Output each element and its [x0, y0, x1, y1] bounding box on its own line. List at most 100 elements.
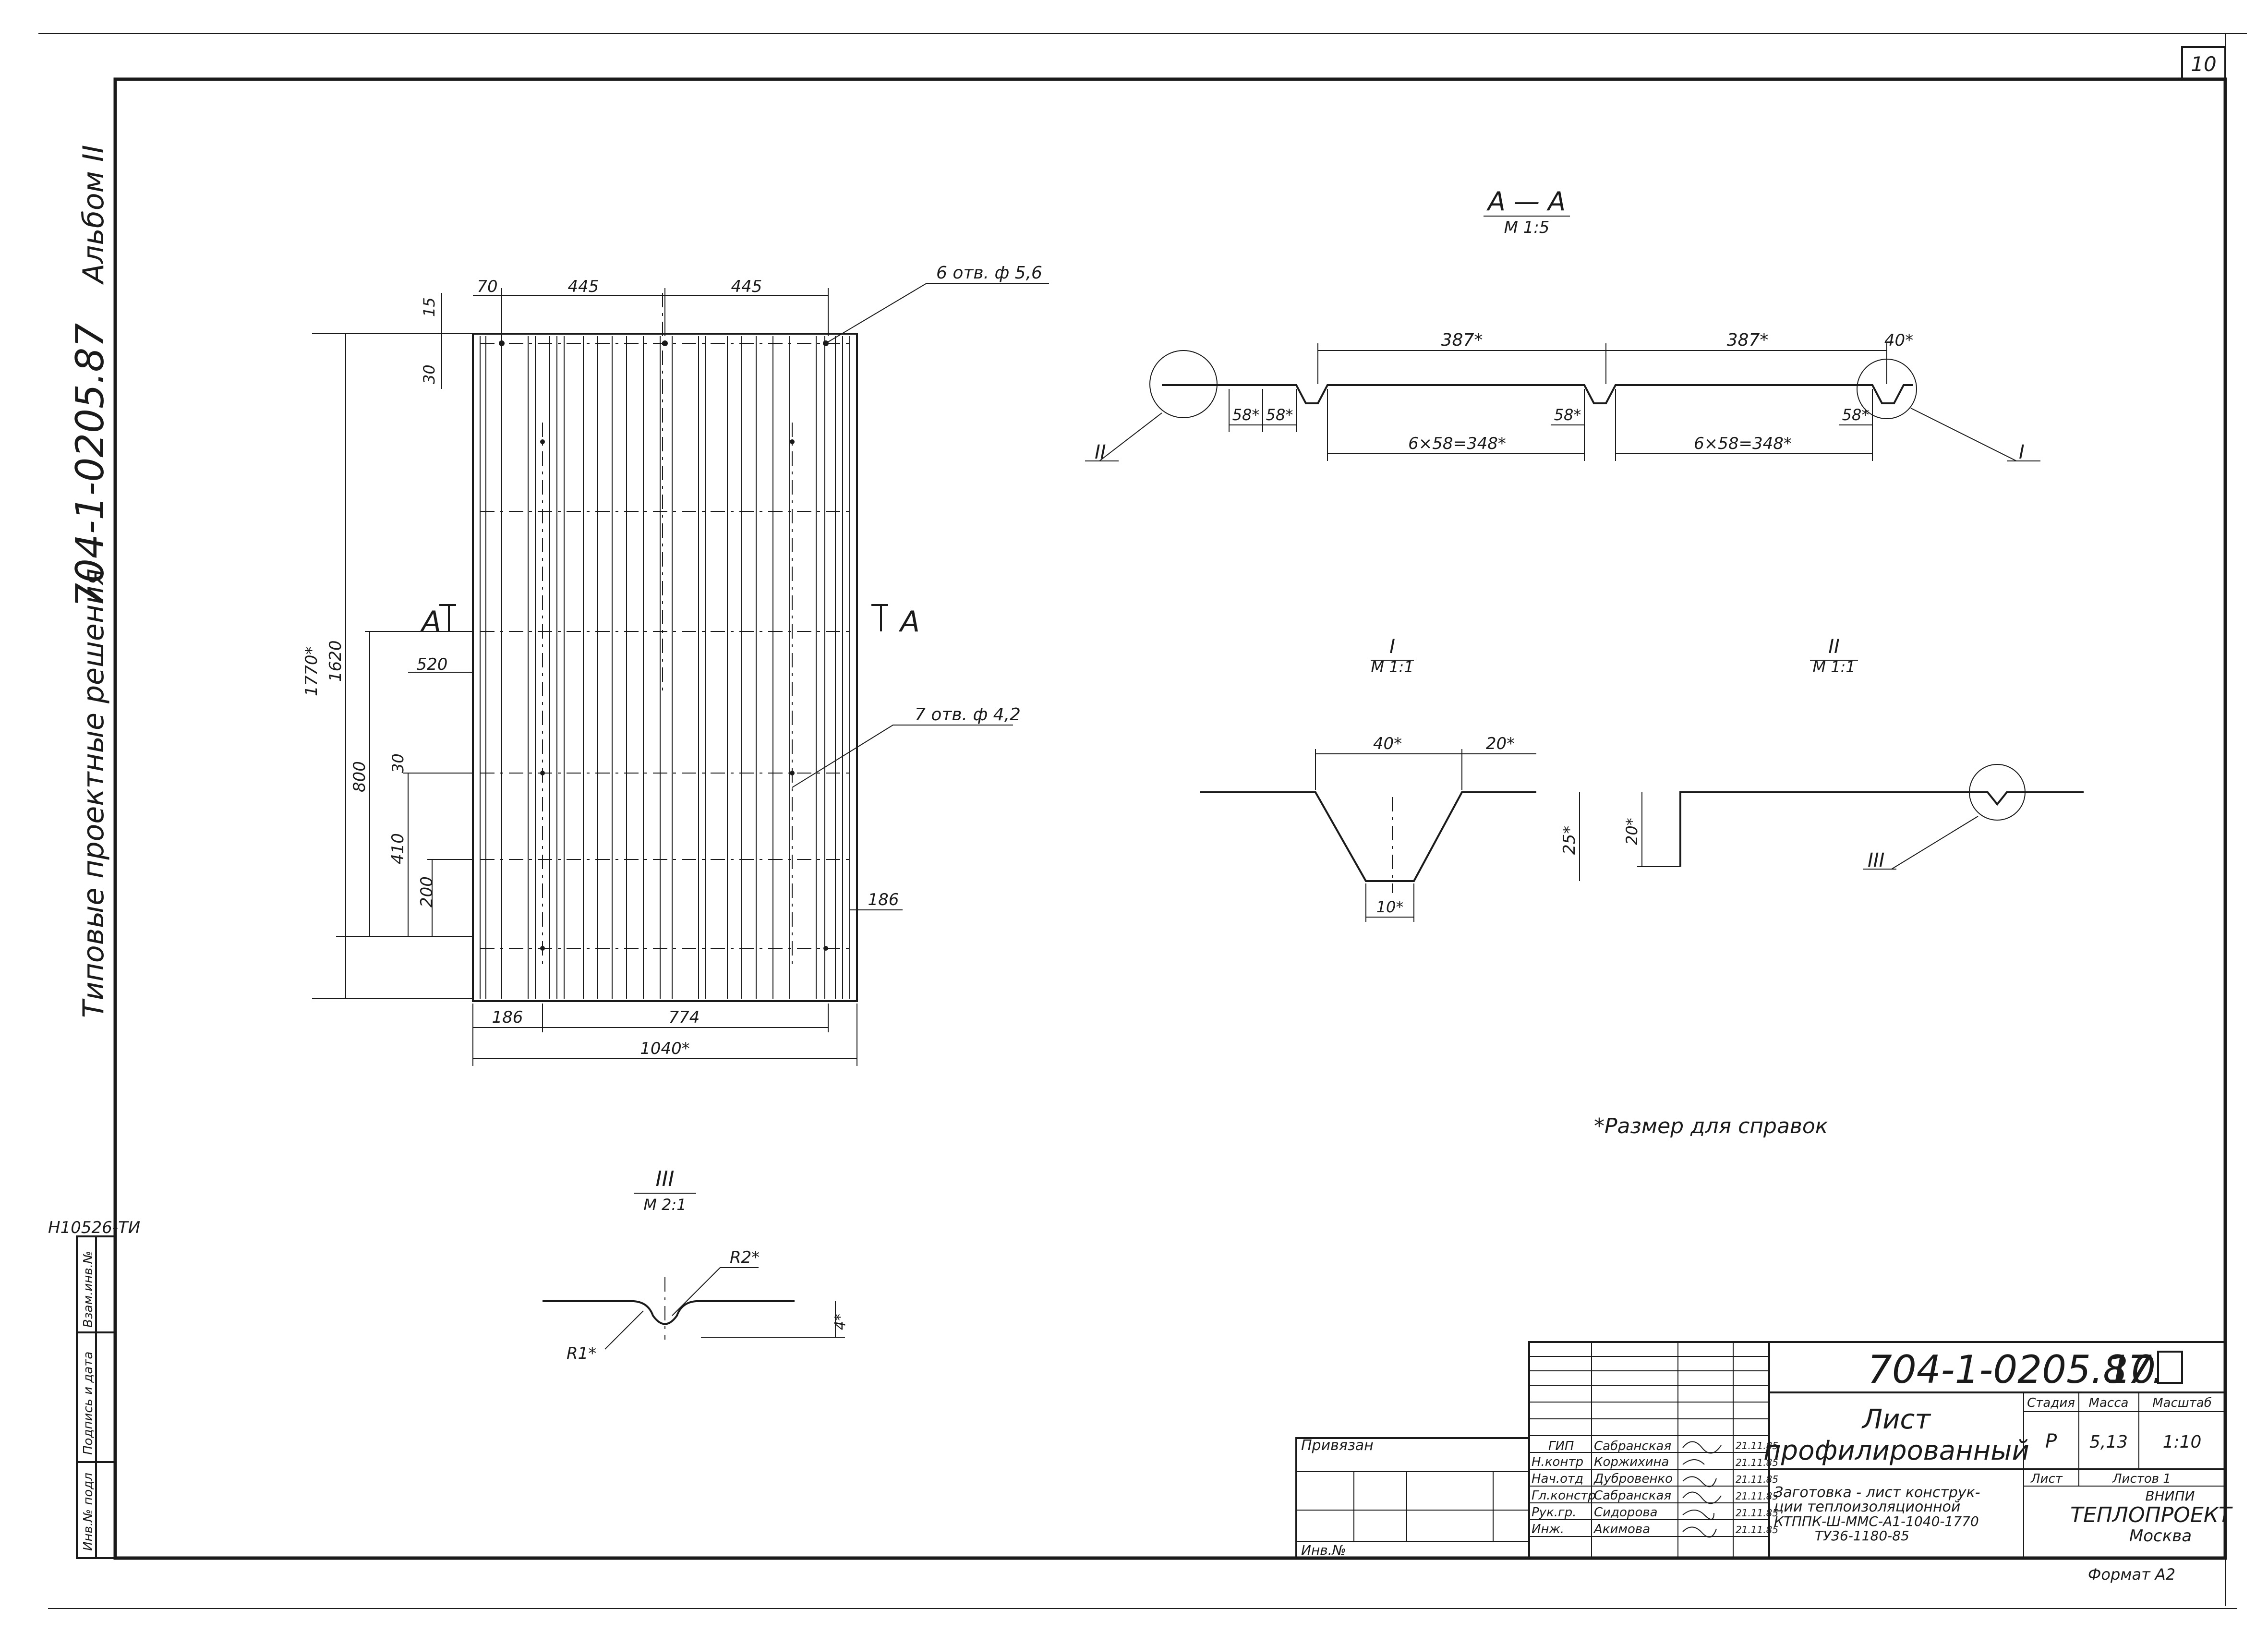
date-1: 21.11.85 [1736, 1457, 1778, 1468]
dim-58c: 58* [1554, 406, 1581, 424]
dim-520: 520 [417, 655, 448, 674]
detail-i-dim-25: 25* [1560, 826, 1579, 855]
org-line-3: Москва [2129, 1526, 2192, 1546]
dim-top-445a: 445 [568, 277, 599, 296]
dim-58a: 58* [1232, 406, 1260, 424]
detail-i-scale: М 1:1 [1371, 658, 1413, 676]
sheet-outline [472, 333, 858, 1002]
role-2: Нач.отд [1532, 1472, 1583, 1486]
name-2: Дубровенко [1593, 1472, 1673, 1486]
profile-line [1162, 384, 1913, 404]
dim-186-bottom: 186 [492, 1008, 523, 1027]
detail-ii-scale: М 1:1 [1812, 658, 1855, 676]
side-album: Альбом II [77, 145, 110, 285]
side-box-sign: Подпись и дата [81, 1352, 96, 1455]
detail-ii-title: II [1828, 636, 1840, 658]
dim-58b: 58* [1266, 406, 1293, 424]
callout-ii-label: II [1095, 441, 1106, 463]
callout-i-label: I [2019, 441, 2025, 463]
name-3: Сабранская [1594, 1488, 1671, 1503]
side-title: Типовые проектные решения [77, 568, 110, 1018]
dim-800: 800 [350, 761, 369, 792]
dim-15: 15 [420, 297, 438, 317]
role-4: Рук.гр. [1532, 1505, 1576, 1520]
rib-lines [480, 336, 850, 999]
dim-30b: 30 [389, 753, 407, 773]
name-5: Акимова [1593, 1522, 1650, 1536]
role-0: ГИП [1548, 1439, 1574, 1453]
callout-circle-ii [1149, 350, 1218, 418]
signatures [1682, 1441, 1722, 1538]
date-0: 21.11.85 [1736, 1440, 1778, 1451]
detail-i-dim-20: 20* [1486, 734, 1515, 753]
scale-header: Масштаб [2152, 1396, 2212, 1410]
hole [540, 771, 545, 775]
section-mark-right: А [898, 605, 920, 639]
hole [499, 340, 505, 346]
dim-58d: 58* [1842, 406, 1870, 424]
name-0: Сабранская [1594, 1439, 1671, 1453]
format-label: Формат А2 [2088, 1565, 2175, 1584]
page-number: 10 [2191, 52, 2216, 76]
title-block: Привязан Инв.№ ГИП Н.контр Нач.отд Гл.ко… [1295, 1341, 2233, 1559]
sheet-number: 10 [2107, 1347, 2156, 1392]
hole [790, 439, 795, 444]
detail-iii-dim-4: 4* [832, 1314, 849, 1330]
dim-186-right: 186 [868, 890, 899, 909]
stage-value: Р [2045, 1430, 2057, 1452]
date-5: 21.11.85 [1736, 1524, 1778, 1536]
side-box-replace: Взам.инв.№ [81, 1251, 96, 1328]
detail-i-title: I [1389, 636, 1395, 658]
name-1: Коржихина [1594, 1455, 1669, 1469]
dim-348b: 6×58=348* [1694, 434, 1792, 453]
date-4: 21.11.85 [1736, 1507, 1778, 1519]
role-5: Инж. [1532, 1522, 1564, 1536]
dim-30: 30 [420, 364, 438, 384]
section-aa-scale: М 1:5 [1504, 218, 1550, 237]
hole [540, 439, 545, 444]
hole [823, 946, 828, 951]
name-4: Сидорова [1594, 1505, 1658, 1520]
hole [790, 771, 795, 775]
hole [662, 340, 668, 346]
holes-top-label: 6 отв. ф 5,6 [936, 263, 1042, 283]
hole [540, 946, 545, 951]
detail-i-profile [1200, 791, 1536, 882]
page-number-box [2181, 46, 2226, 80]
dim-410: 410 [388, 833, 408, 864]
dim-1040: 1040* [640, 1039, 690, 1058]
plan-view: 70 445 445 15 30 6 отв. ф 5,6 7 отв. ф 4… [302, 263, 1049, 1066]
dim-387b: 387* [1727, 330, 1769, 350]
reference-note: *Размер для справок [1594, 1114, 1828, 1138]
side-code: 704-1-0205.87 [68, 323, 112, 607]
dim-40-aa: 40* [1884, 331, 1913, 350]
sheets-label: Листов 1 [2112, 1472, 2171, 1486]
detail-i-dim-10: 10* [1376, 898, 1404, 916]
callout-circle-iii [1969, 764, 2026, 821]
dim-1620: 1620 [326, 640, 345, 682]
date-2: 21.11.85 [1736, 1474, 1778, 1485]
title-line-2: профилированный [1763, 1435, 2029, 1466]
mass-value: 5,13 [2089, 1432, 2128, 1452]
detail-ii-profile [1679, 791, 2084, 867]
detail-ii: II М 1:1 20* III [1623, 636, 2084, 871]
desc-line-1: Заготовка - лист конструк- [1774, 1484, 1980, 1501]
desc-line-4: ТУ36-1180-85 [1815, 1528, 1909, 1544]
dim-348a: 6×58=348* [1408, 434, 1506, 453]
bound-label: Привязан [1301, 1437, 1374, 1454]
dim-top-70: 70 [477, 277, 497, 296]
dim-200: 200 [417, 876, 436, 907]
inv-label: Инв.№ [1301, 1542, 1346, 1558]
dim-1770: 1770* [302, 646, 321, 696]
detail-i: I М 1:1 40* 20* 25* 10* [1200, 636, 1580, 922]
detail-iii-title: III [656, 1167, 675, 1191]
date-3: 21.11.85 [1736, 1490, 1778, 1502]
stage-header: Стадия [2027, 1396, 2075, 1410]
desc-line-2: ции теплоизоляционной [1774, 1499, 1960, 1515]
desc-line-3: КТППК-Ш-ММС-А1-1040-1770 [1774, 1513, 1979, 1529]
section-aa: А — А М 1:5 II I 387* 387* 40* 58* 58* 5… [1085, 186, 2040, 463]
section-aa-title: А — А [1486, 186, 1566, 217]
mass-header: Масса [2089, 1396, 2129, 1410]
archive-number: H10526-ТИ [48, 1218, 140, 1237]
